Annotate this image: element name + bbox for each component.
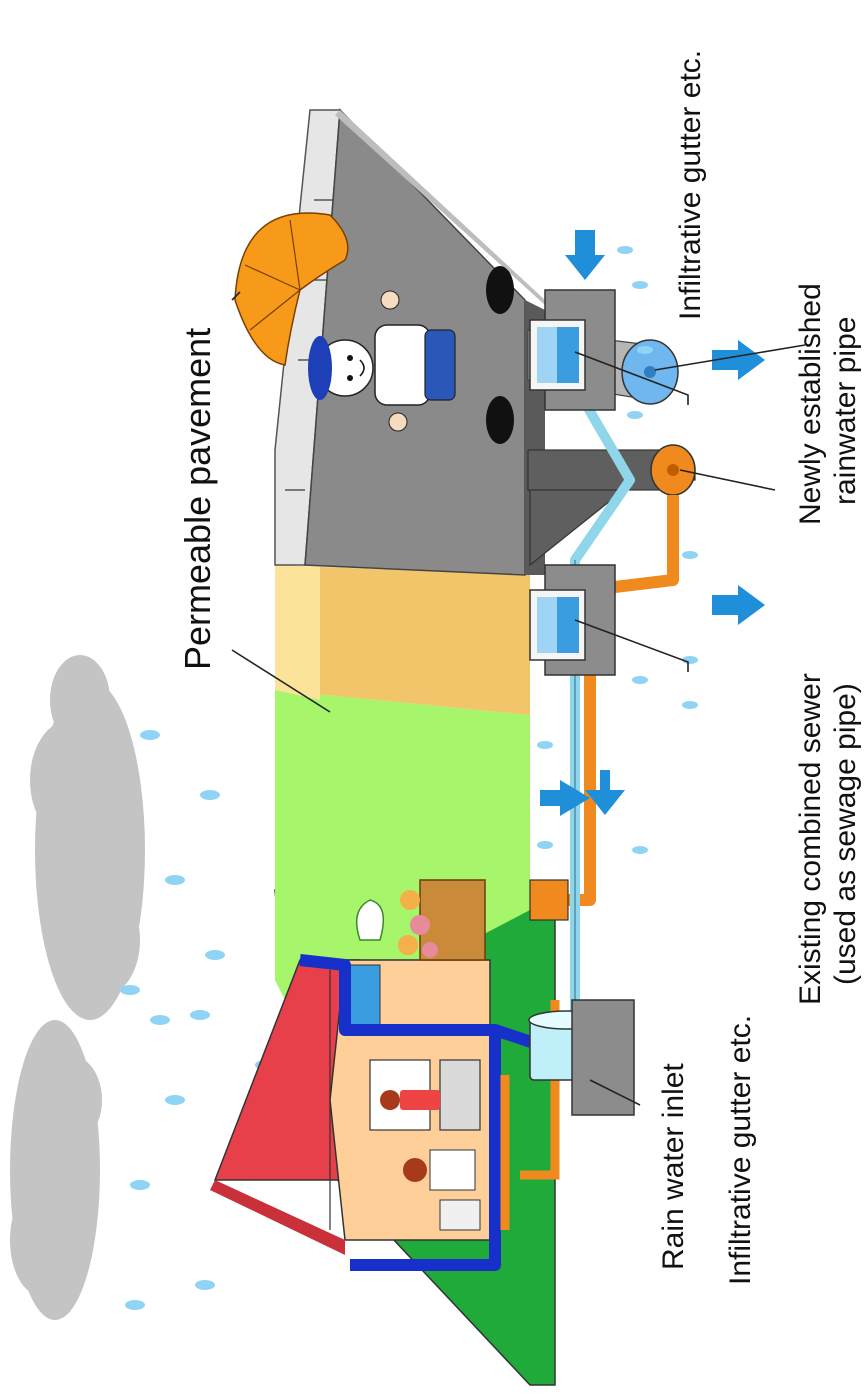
raindrops [120,730,280,1310]
cloud-top [30,655,145,1020]
infiltrative-gutter-middle [530,565,615,675]
label-rain-water-inlet: Rain water inlet [657,1063,690,1270]
label-newly-established-line1: Newly established [794,283,827,525]
label-existing-sewer-line2: (used as sewage pipe) [829,683,862,985]
label-infiltrative-gutter-bottom: Infiltrative gutter etc. [724,1015,757,1285]
pavement-highlight [275,565,320,700]
label-permeable-pavement: Permeable pavement [177,328,218,670]
cloud-bottom [10,1020,102,1320]
sewer-fitting [530,880,568,920]
label-existing-sewer-line1: Existing combined sewer [794,673,827,1005]
label-infiltrative-gutter-top: Infiltrative gutter etc. [674,50,707,320]
label-newly-established-line2: rainwater pipe [829,317,862,505]
